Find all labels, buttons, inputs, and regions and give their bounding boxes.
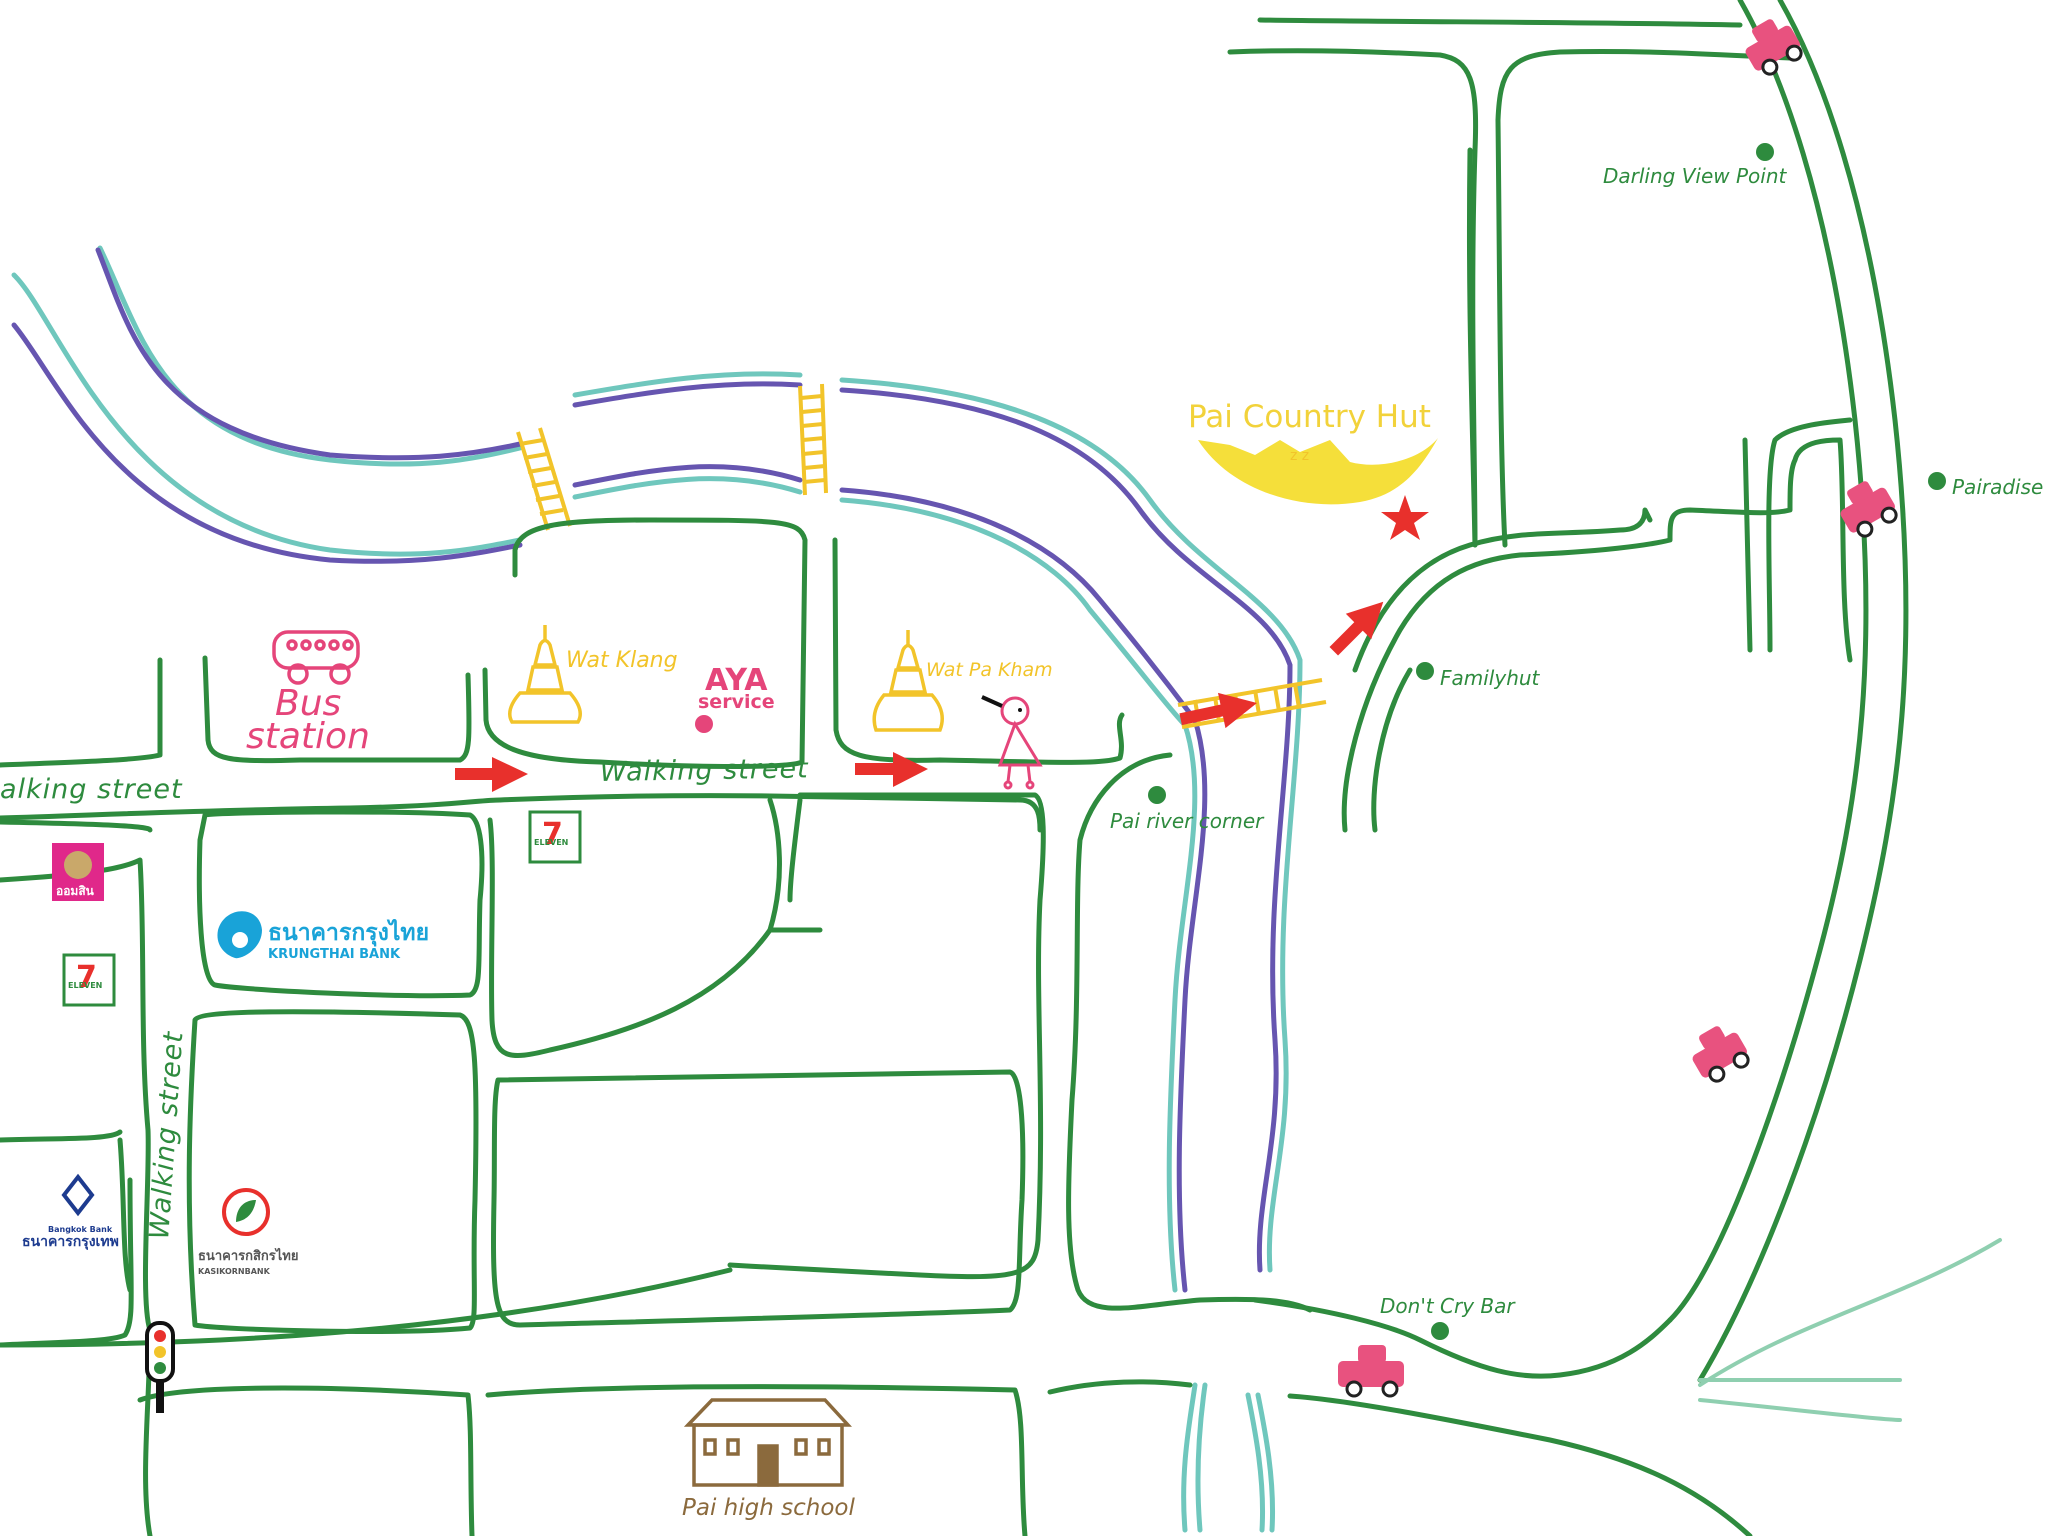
car-icon	[1338, 1345, 1404, 1398]
seven-eleven-text: ELEVEN	[534, 838, 568, 847]
wat-klang-label: Wat Klang	[566, 648, 678, 673]
krungthai-bank-logo: ธนาคารกรุงไทย KRUNGTHAI BANK	[217, 911, 429, 962]
location-dot	[1416, 662, 1434, 680]
arrow-icon	[855, 752, 928, 787]
familyhut-label: Familyhut	[1440, 666, 1541, 690]
car-icon	[1840, 481, 1898, 538]
pai-river	[11, 245, 1303, 1533]
pai-country-hut-label: Pai Country Hut	[1188, 399, 1431, 435]
bridge-1	[516, 427, 572, 531]
krungthai-en-label: KRUNGTHAI BANK	[268, 947, 401, 962]
dont-cry-bar[interactable]: Don't Cry Bar	[1380, 1294, 1516, 1340]
kasikorn-bank-logo: ธนาคารกสิกรไทย KASIKORNBANK	[198, 1188, 298, 1276]
seven-eleven-text: ELEVEN	[68, 981, 102, 990]
location-dot	[1928, 472, 1946, 490]
aya-service[interactable]: AYA service	[695, 663, 775, 733]
arrow-icon	[1329, 601, 1384, 656]
seven-eleven-logo: 7 ELEVEN	[528, 810, 582, 864]
star-icon	[1381, 495, 1429, 540]
zz-icon: z z	[1290, 448, 1309, 464]
bus-icon	[272, 630, 360, 685]
car-icon	[1692, 1026, 1750, 1083]
traffic-light-icon	[145, 1321, 175, 1413]
darling-view-point[interactable]: Darling View Point	[1603, 143, 1788, 188]
hammock-icon	[1198, 438, 1438, 505]
location-dot	[1431, 1322, 1449, 1340]
wat-pa-kham[interactable]: Wat Pa Kham	[872, 630, 1053, 732]
pairadise-label: Pairadise	[1952, 475, 2043, 499]
wat-pa-kham-label: Wat Pa Kham	[926, 659, 1053, 681]
road-network	[0, 0, 2002, 1536]
familyhut[interactable]: Familyhut	[1416, 662, 1541, 690]
bus-station[interactable]: Bus station	[246, 630, 370, 757]
car-icon	[1745, 19, 1803, 76]
gsb-bank-logo: ออมสิน	[52, 843, 104, 901]
pairadise[interactable]: Pairadise	[1928, 472, 2043, 499]
walking-street-label-vertical: Walking street	[144, 1030, 190, 1241]
girl-figure-icon	[981, 695, 1043, 790]
svg-text:7: 7	[76, 960, 97, 995]
kasikorn-thai-label: ธนาคารกสิกรไทย	[198, 1247, 298, 1264]
pai-river-corner[interactable]: Pai river corner	[1110, 786, 1265, 833]
location-dot	[695, 715, 713, 733]
seven-eleven-logo: 7 ELEVEN	[62, 953, 116, 1007]
pai-country-hut[interactable]: Pai Country Hut z z	[1188, 399, 1438, 540]
location-dot	[1756, 143, 1774, 161]
aya-title: AYA	[705, 663, 768, 698]
location-dot	[1148, 786, 1166, 804]
bridge-2	[798, 383, 828, 496]
temple-icon	[508, 625, 582, 724]
bus-station-label-line1: Bus	[275, 683, 341, 724]
svg-text:7: 7	[542, 817, 563, 852]
aya-subtitle: service	[698, 691, 775, 713]
bus-station-label-line2: station	[246, 716, 370, 757]
arrow-icon	[1179, 692, 1257, 729]
walking-street-label-main: Walking street	[600, 753, 810, 788]
pai-high-school[interactable]: Pai high school	[682, 1398, 855, 1521]
darling-view-point-label: Darling View Point	[1603, 164, 1788, 188]
pai-high-school-label: Pai high school	[682, 1495, 855, 1521]
arrow-icon	[455, 757, 528, 792]
bangkok-bank-en-label: Bangkok Bank	[48, 1225, 113, 1234]
kasikorn-en-label: KASIKORNBANK	[198, 1267, 271, 1276]
route-arrows	[455, 601, 1384, 792]
wat-klang[interactable]: Wat Klang	[508, 625, 678, 724]
bangkok-bank-thai-label: ธนาคารกรุงเทพ	[22, 1234, 119, 1250]
dont-cry-bar-label: Don't Cry Bar	[1380, 1294, 1516, 1318]
pai-river-corner-label: Pai river corner	[1110, 809, 1265, 833]
krungthai-thai-label: ธนาคารกรุงไทย	[268, 918, 429, 947]
bangkok-bank-logo: Bangkok Bank ธนาคารกรุงเทพ	[22, 1173, 119, 1250]
gsb-label: ออมสิน	[56, 884, 95, 898]
walking-street-label-left: alking street	[0, 774, 183, 805]
temple-icon	[872, 630, 944, 732]
school-building-icon	[683, 1398, 852, 1487]
